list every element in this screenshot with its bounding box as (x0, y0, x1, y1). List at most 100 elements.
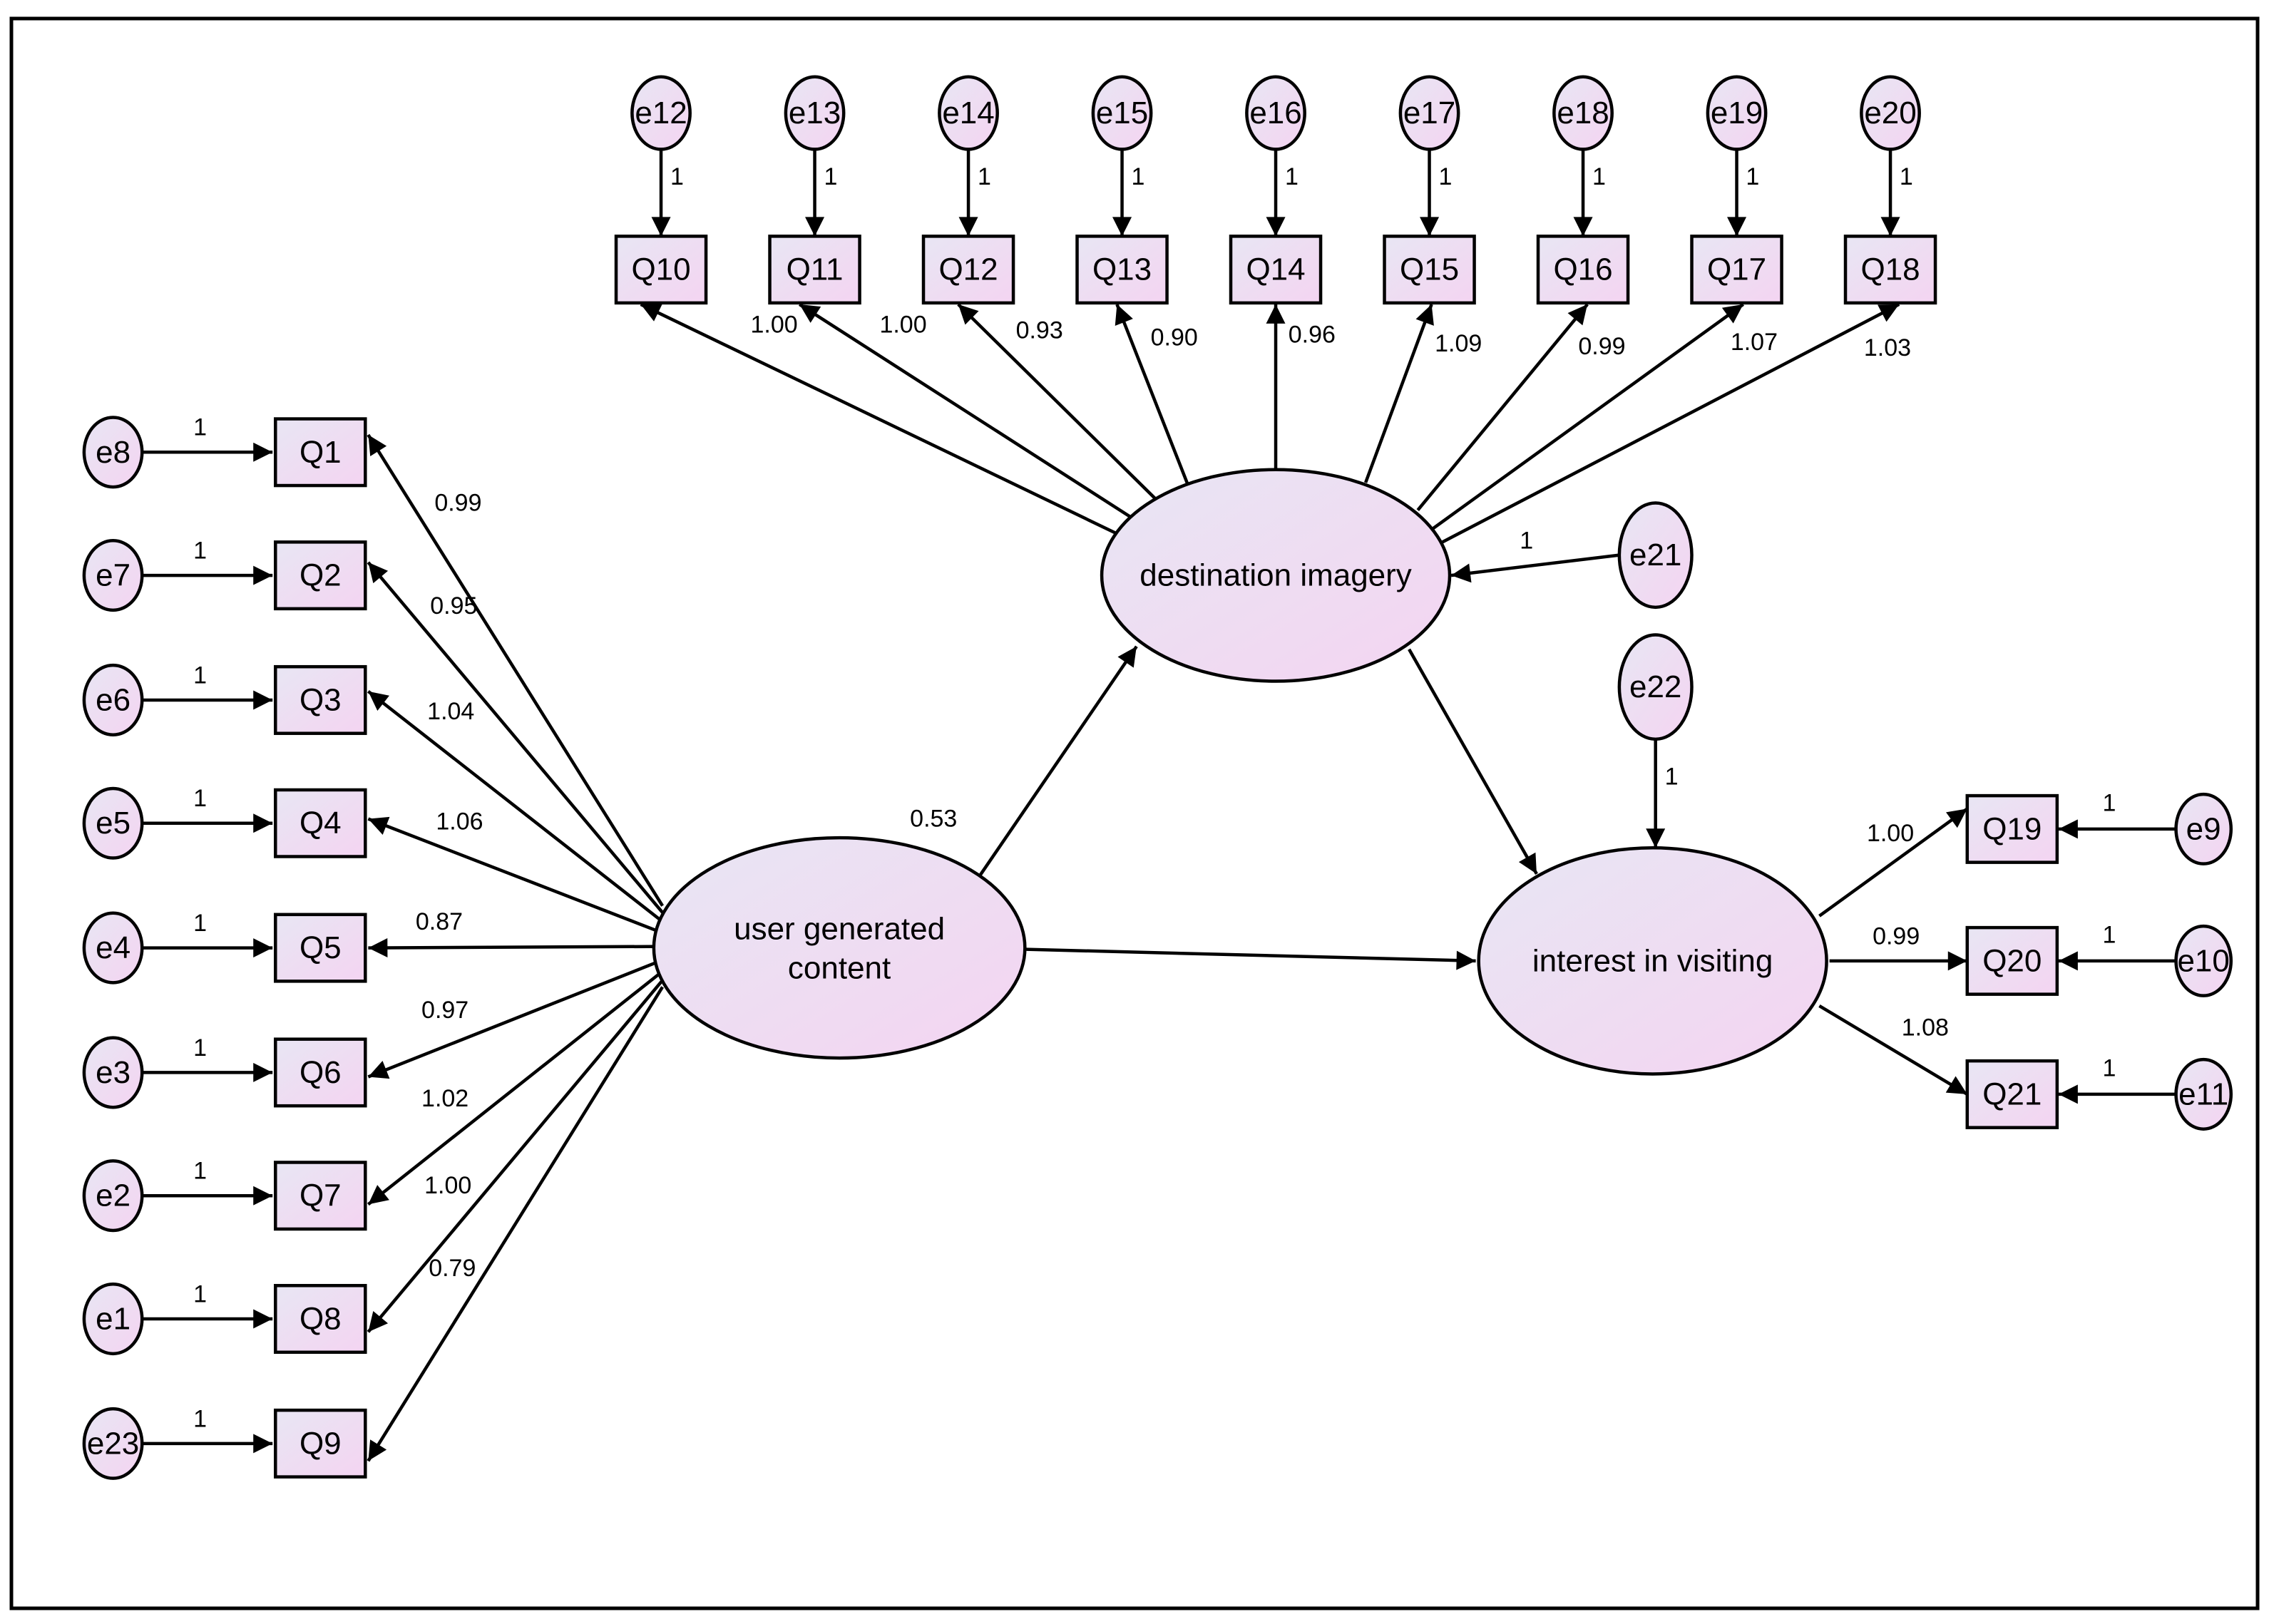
error-e1 (82, 1282, 144, 1356)
indicator-q5-box (274, 913, 367, 983)
loading-path-q18 (1441, 302, 1900, 544)
indicator-q17-box (1690, 235, 1783, 305)
indicator-q16-label: Q16 (1553, 252, 1612, 287)
fixed-weight-e12: 1 (670, 163, 684, 190)
construct-label-di: destination imagery (1139, 558, 1412, 593)
error-e5 (82, 786, 144, 860)
error-e18 (1552, 75, 1614, 151)
indicator-q7-label: Q7 (299, 1178, 342, 1213)
fixed-weight-e18: 1 (1592, 163, 1606, 190)
loading-path-q13 (1115, 304, 1191, 488)
loading-label-q14: 0.96 (1289, 322, 1336, 349)
indicator-q2-label: Q2 (299, 558, 342, 593)
indicator-q19-box (1965, 793, 2059, 864)
indicator-q1-label: Q1 (299, 435, 342, 470)
structural-label-ugc-to-di: 0.53 (910, 806, 957, 833)
loading-label-q16: 0.99 (1578, 333, 1625, 360)
fixed-weight-e2: 1 (193, 1158, 207, 1185)
error-e4 (82, 911, 144, 985)
indicator-q10-box (614, 235, 708, 305)
indicator-q4-box (274, 788, 367, 858)
error-e2 (82, 1159, 144, 1233)
indicator-q9-box (274, 1408, 367, 1479)
indicator-q14-label: Q14 (1246, 252, 1305, 287)
fixed-weight-e4: 1 (193, 910, 207, 937)
indicator-q12-box (921, 235, 1015, 305)
error-e14 (938, 75, 999, 151)
error-label-e4: e4 (96, 930, 130, 965)
loading-path-q5 (368, 937, 675, 957)
indicator-q7-box (274, 1161, 367, 1231)
error-label-e9: e9 (2186, 811, 2221, 846)
error-e7 (82, 539, 144, 612)
loading-path-q7 (367, 965, 670, 1206)
loading-label-q6: 0.97 (421, 997, 468, 1024)
fixed-weight-e17: 1 (1438, 163, 1452, 190)
indicator-q15-label: Q15 (1400, 252, 1459, 287)
indicator-q9-label: Q9 (299, 1426, 342, 1461)
indicator-q5-label: Q5 (299, 930, 342, 965)
indicator-q1-box (274, 417, 367, 488)
fixed-weight-e10: 1 (2103, 921, 2116, 948)
fixed-weight-e8: 1 (193, 414, 207, 441)
fixed-weight-e19: 1 (1746, 163, 1759, 190)
nodes-layer (82, 75, 2233, 1480)
loading-path-q16 (1416, 303, 1589, 512)
loading-label-q3: 1.04 (427, 698, 474, 725)
structural-path-ugc-to-iv (1026, 947, 1476, 970)
paths-layer (142, 149, 2176, 1462)
fixed-weight-e20: 1 (1900, 163, 1913, 190)
error-label-e13: e13 (789, 96, 841, 130)
loading-path-q6 (367, 955, 672, 1079)
loading-label-q7: 1.02 (421, 1085, 468, 1112)
error-e12 (630, 75, 692, 151)
indicator-q20-box (1965, 925, 2059, 996)
indicator-q8-box (274, 1284, 367, 1355)
loading-label-q18: 1.03 (1864, 334, 1911, 361)
fixed-weight-e5: 1 (193, 785, 207, 812)
indicator-q17-label: Q17 (1707, 252, 1766, 287)
indicator-q11-box (768, 235, 861, 305)
loading-path-q9 (367, 986, 664, 1462)
loading-label-q11: 1.00 (879, 311, 926, 338)
error-e17 (1398, 75, 1460, 151)
error-e21 (1617, 501, 1694, 610)
loading-path-q17 (1431, 303, 1745, 530)
indicator-q13-label: Q13 (1092, 252, 1152, 287)
indicator-q6-box (274, 1037, 367, 1108)
fixed-weight-e7: 1 (193, 538, 207, 565)
error-label-e17: e17 (1403, 96, 1455, 130)
loading-label-q20: 0.99 (1873, 923, 1920, 950)
construct-interest-in-visiting (1477, 846, 1828, 1076)
fixed-weight-e22: 1 (1665, 764, 1679, 791)
fixed-weight-e21: 1 (1520, 527, 1533, 554)
loading-path-q1 (367, 433, 664, 907)
loading-label-q15: 1.09 (1435, 330, 1482, 357)
loading-path-q12 (957, 303, 1169, 512)
indicator-q15-box (1383, 235, 1476, 305)
indicator-q19-label: Q19 (1982, 811, 2042, 846)
error-label-e8: e8 (96, 435, 130, 470)
loading-label-q13: 0.90 (1151, 324, 1198, 351)
fixed-weight-e11: 1 (2103, 1054, 2116, 1081)
error-label-e14: e14 (942, 96, 994, 130)
error-label-e3: e3 (96, 1055, 130, 1090)
construct-label-ugc-line1: user generated (734, 912, 945, 947)
error-e10 (2174, 924, 2233, 997)
loading-path-q10 (640, 302, 1117, 535)
error-e13 (784, 75, 846, 151)
indicator-q2-box (274, 540, 367, 611)
error-label-e2: e2 (96, 1178, 130, 1213)
loading-label-q10: 1.00 (751, 311, 798, 338)
indicator-q16-box (1536, 235, 1630, 305)
error-label-e20: e20 (1864, 96, 1916, 130)
loading-path-q2 (367, 561, 667, 918)
loading-label-q2: 0.95 (430, 592, 477, 620)
loading-path-q19 (1818, 807, 1969, 918)
loading-label-q1: 0.99 (434, 489, 481, 516)
loading-path-q15 (1363, 304, 1434, 483)
error-e19 (1706, 75, 1768, 151)
indicator-q6-label: Q6 (299, 1055, 342, 1090)
indicator-q13-box (1075, 235, 1169, 305)
